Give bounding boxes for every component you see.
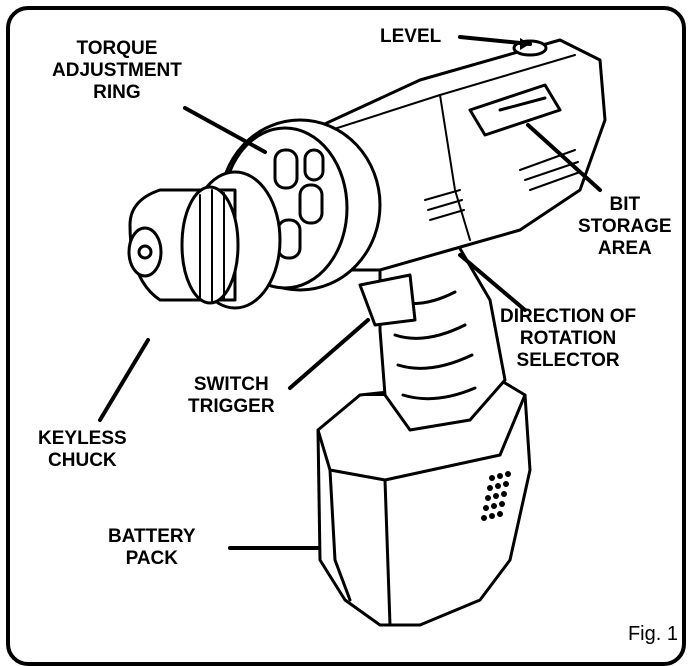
drill-illustration <box>98 35 607 627</box>
leader-level-arrow <box>520 38 530 50</box>
leader-chuck <box>98 338 150 422</box>
battery-vent <box>481 471 511 521</box>
label-keyless-chuck: KEYLESS CHUCK <box>38 428 127 471</box>
switch-trigger-shape <box>358 273 417 327</box>
label-switch-trigger: SWITCH TRIGGER <box>188 374 275 417</box>
leader-switch <box>288 318 370 390</box>
label-torque-adjustment-ring: TORQUE ADJUSTMENT RING <box>52 38 182 103</box>
leader-direction <box>458 253 527 312</box>
label-battery-pack: BATTERY PACK <box>108 526 196 569</box>
leader-level <box>458 35 532 46</box>
drill-handle <box>378 238 507 432</box>
label-direction-of-rotation-selector: DIRECTION OF ROTATION SELECTOR <box>500 306 637 371</box>
leader-torque <box>183 106 267 154</box>
keyless-chuck-shape <box>127 185 240 305</box>
figure-caption: Fig. 1 <box>627 623 678 645</box>
label-bit-storage-area: BIT STORAGE AREA <box>578 194 672 259</box>
leader-bit-storage <box>526 123 602 192</box>
battery-pack <box>316 378 532 627</box>
label-level: LEVEL <box>380 26 442 47</box>
